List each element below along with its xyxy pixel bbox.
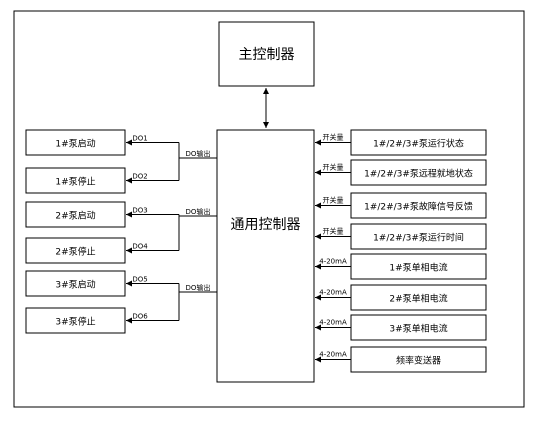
do-signal-label: DO6 — [132, 313, 148, 321]
output-box: 1#泵停止 DO2 — [25, 167, 179, 194]
output-box: 2#泵停止 DO4 — [25, 237, 179, 264]
input-box-label: 1#/2#/3#泵运行状态 — [373, 138, 464, 150]
output-box-label: 2#泵停止 — [55, 246, 95, 258]
output-box: 3#泵停止 DO6 — [25, 307, 179, 334]
input-box-label: 2#泵单相电流 — [389, 293, 447, 305]
main-controller-label: 主控制器 — [239, 47, 295, 63]
input-signal-label: 4-20mA — [319, 289, 347, 297]
outer-frame — [13, 10, 525, 408]
do-signal-label: DO5 — [132, 276, 147, 284]
input-rows: 1#/2#/3#泵运行状态开关量1#/2#/3#泵远程就地状态开关量1#/2#/… — [315, 129, 487, 373]
input-signal-label: 开关量 — [323, 227, 344, 236]
input-row: 3#泵单相电流 4-20mA — [315, 314, 487, 341]
input-signal-label: 开关量 — [323, 196, 344, 205]
output-box: 3#泵启动 DO5 — [25, 270, 179, 297]
input-signal-label: 开关量 — [323, 133, 344, 142]
input-row: 1#/2#/3#泵运行时间 开关量 — [315, 223, 487, 250]
input-signal-label: 4-20mA — [319, 319, 347, 327]
general-controller-label: 通用控制器 — [231, 217, 301, 233]
input-box-label: 3#泵单相电流 — [389, 323, 447, 335]
output-box-label: 3#泵停止 — [55, 316, 95, 328]
main-controller-node: 主控制器 — [218, 21, 315, 87]
input-box-label: 1#/2#/3#泵远程就地状态 — [364, 168, 473, 180]
output-group-3: DO输出 3#泵启动 DO5 3#泵停止 DO6 — [25, 270, 217, 334]
input-row: 1#泵单相电流 4-20mA — [315, 253, 487, 280]
input-box-label: 频率变送器 — [396, 355, 441, 367]
input-signal-label: 4-20mA — [319, 351, 347, 359]
output-box: 1#泵启动 DO1 — [25, 129, 179, 156]
output-box: 2#泵启动 DO3 — [25, 201, 179, 228]
do-output-label: DO输出 — [186, 283, 211, 292]
input-row: 1#/2#/3#泵运行状态 开关量 — [315, 129, 487, 156]
output-box-label: 2#泵启动 — [55, 210, 95, 222]
output-group-1: DO输出 1#泵启动 DO1 1#泵停止 DO2 — [25, 129, 217, 194]
output-box-label: 1#泵停止 — [55, 176, 95, 188]
do-signal-label: DO1 — [132, 135, 147, 143]
input-box-label: 1#/2#/3#泵故障信号反馈 — [364, 201, 473, 213]
output-box-label: 3#泵启动 — [55, 279, 95, 291]
input-row: 1#/2#/3#泵故障信号反馈 开关量 — [315, 192, 487, 219]
do-output-label: DO输出 — [186, 149, 211, 158]
input-box-label: 1#/2#/3#泵运行时间 — [373, 232, 464, 244]
output-group-2: DO输出 2#泵启动 DO3 2#泵停止 DO4 — [25, 201, 217, 264]
input-row: 1#/2#/3#泵远程就地状态 开关量 — [315, 159, 487, 186]
input-signal-label: 开关量 — [323, 163, 344, 172]
do-signal-label: DO2 — [132, 173, 147, 181]
do-signal-label: DO4 — [132, 243, 148, 251]
input-row: 2#泵单相电流 4-20mA — [315, 284, 487, 311]
do-output-label: DO输出 — [186, 207, 211, 216]
input-box-label: 1#泵单相电流 — [389, 262, 447, 274]
input-row: 频率变送器 4-20mA — [315, 346, 487, 373]
output-groups: DO输出1#泵启动DO11#泵停止DO2DO输出2#泵启动DO32#泵停止DO4… — [25, 129, 217, 334]
do-signal-label: DO3 — [132, 207, 147, 215]
general-controller-node: 通用控制器 — [216, 129, 315, 383]
input-signal-label: 4-20mA — [319, 258, 347, 266]
output-box-label: 1#泵启动 — [55, 138, 95, 150]
